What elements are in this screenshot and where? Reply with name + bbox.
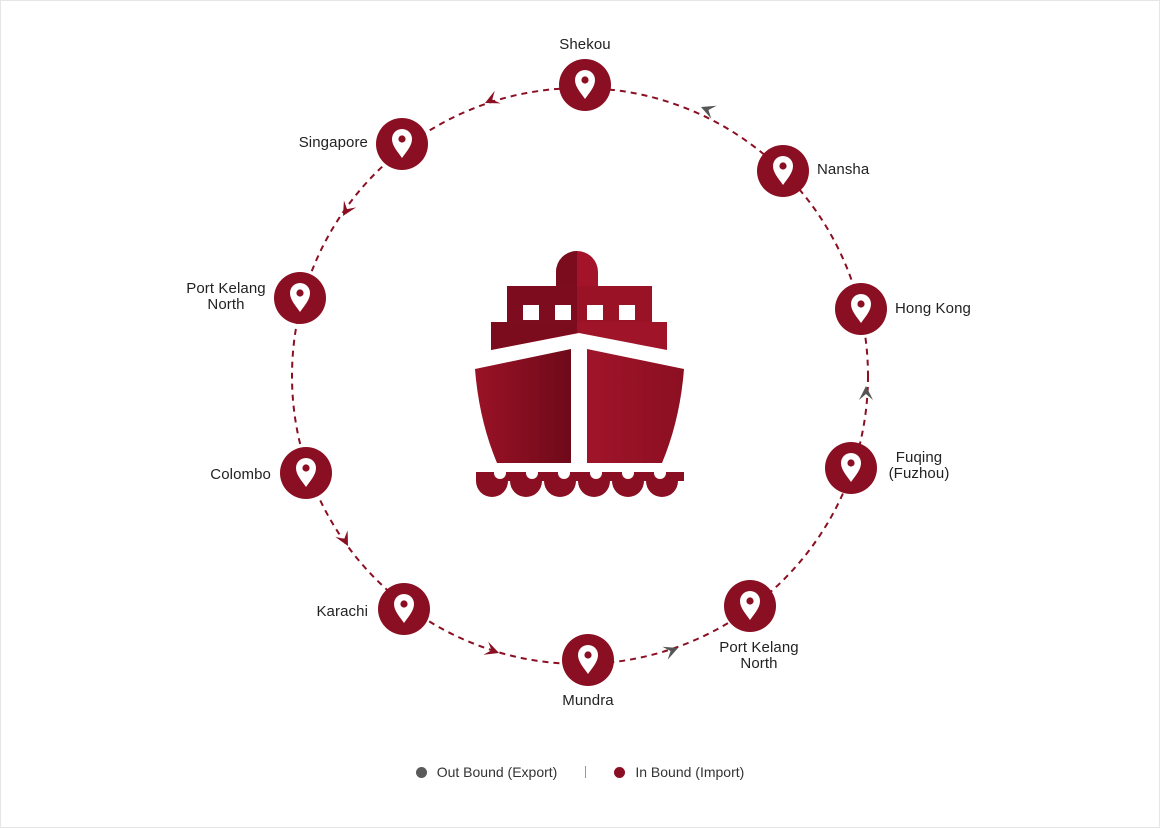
port-label-mundra: Mundra — [562, 693, 613, 709]
port-marker-hong-kong — [835, 283, 887, 335]
map-pin-icon — [392, 129, 412, 158]
legend-item-inbound: In Bound (Import) — [614, 764, 744, 780]
map-pin-icon — [740, 591, 760, 620]
outbound-arrows — [662, 105, 873, 660]
map-pin-hole — [581, 76, 589, 84]
arrowhead-icon — [343, 200, 357, 216]
map-pin-icon — [394, 594, 414, 623]
port-label-fuqing: Fuqing (Fuzhou) — [889, 450, 950, 482]
port-name: Mundra — [562, 692, 614, 709]
inbound-dot-icon — [614, 766, 626, 778]
port-name-secondary: (Fuzhou) — [888, 465, 950, 482]
inbound-arrows — [335, 90, 501, 655]
port-label-nansha: Nansha — [817, 162, 869, 178]
legend-label-outbound: Out Bound (Export) — [436, 764, 558, 780]
port-marker-mundra — [562, 634, 614, 686]
port-marker-shekou — [559, 59, 611, 111]
port-label-hong-kong: Hong Kong — [895, 301, 971, 317]
port-label-karachi: Karachi — [316, 604, 368, 620]
port-label-singapore: Singapore — [299, 135, 368, 151]
map-pin-hole — [296, 289, 304, 297]
legend: Out Bound (Export) In Bound (Import) — [0, 762, 1160, 782]
port-marker-nansha — [757, 145, 809, 197]
port-label-port-kelang-north-east: Port Kelang North — [719, 640, 798, 672]
arrowhead-icon — [485, 90, 501, 104]
legend-label-inbound: In Bound (Import) — [635, 764, 745, 780]
map-pin-icon — [773, 156, 793, 185]
map-pin-icon — [290, 283, 310, 312]
arrowhead-icon — [483, 641, 499, 655]
port-name: Hong Kong — [895, 300, 971, 317]
map-pin-hole — [847, 459, 855, 467]
outbound-dot-icon — [415, 766, 427, 778]
port-name: Karachi — [316, 603, 368, 620]
port-name-secondary: North — [740, 655, 778, 672]
map-pin-hole — [584, 651, 592, 659]
map-pin-hole — [857, 300, 865, 308]
port-label-port-kelang-north-west: Port Kelang North — [186, 281, 265, 313]
map-pin-hole — [302, 464, 310, 472]
port-name-secondary: North — [207, 296, 245, 313]
arrowhead-icon — [335, 530, 348, 546]
cargo-ship-icon — [470, 251, 690, 497]
map-pin-hole — [398, 135, 406, 143]
map-pin-hole — [779, 162, 787, 170]
port-name: Port Kelang — [186, 280, 266, 297]
port-name: Fuqing — [895, 449, 943, 466]
map-pin-hole — [746, 597, 754, 605]
arrowhead-icon — [662, 646, 678, 660]
port-label-shekou: Shekou — [559, 37, 610, 53]
port-marker-port-kelang-north-west — [274, 272, 326, 324]
map-pin-icon — [296, 458, 316, 487]
port-label-colombo: Colombo — [210, 467, 271, 483]
port-marker-fuqing — [825, 442, 877, 494]
port-name: Shekou — [559, 36, 611, 53]
port-name: Nansha — [817, 161, 870, 178]
map-pin-hole — [400, 600, 408, 608]
port-markers — [274, 59, 887, 686]
legend-item-outbound: Out Bound (Export) — [415, 764, 558, 780]
port-name: Colombo — [210, 466, 271, 483]
arrowhead-icon — [859, 386, 873, 400]
port-name: Singapore — [298, 134, 368, 151]
map-pin-icon — [578, 645, 598, 674]
port-name: Port Kelang — [719, 639, 799, 656]
map-pin-icon — [575, 70, 595, 99]
port-marker-singapore — [376, 118, 428, 170]
map-pin-icon — [841, 453, 861, 482]
port-marker-karachi — [378, 583, 430, 635]
arrowhead-icon — [701, 105, 717, 119]
legend-divider — [585, 766, 587, 778]
port-marker-port-kelang-north-east — [724, 580, 776, 632]
map-pin-icon — [851, 294, 871, 323]
port-marker-colombo — [280, 447, 332, 499]
